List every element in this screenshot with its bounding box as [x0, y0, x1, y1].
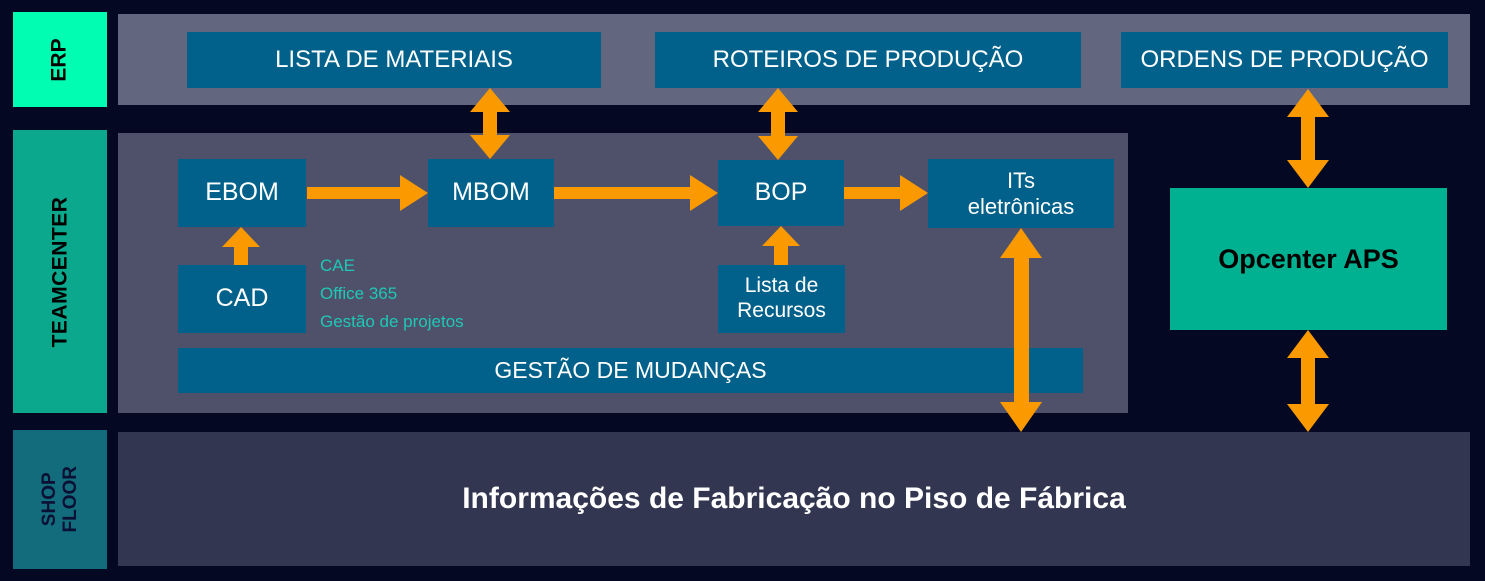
shopfloor-title: Informações de Fabricação no Piso de Fáb… [462, 482, 1126, 515]
box-mbom: MBOM [428, 159, 554, 227]
lane-teamcenter: TEAMCENTER [13, 130, 107, 413]
box-bop-label: BOP [754, 178, 808, 207]
tool-office365: Office 365 [320, 284, 398, 303]
box-lista-de-recursos: Lista de Recursos [718, 265, 845, 333]
shopfloor-band: Informações de Fabricação no Piso de Fáb… [118, 432, 1470, 566]
box-roteiros-de-producao-label: ROTEIROS DE PRODUÇÃO [712, 45, 1024, 73]
box-opcenter-aps: Opcenter APS [1170, 188, 1447, 330]
double-arrow-opcenter-shopfloor [1287, 330, 1329, 432]
lane-erp: ERP [13, 12, 107, 107]
box-ebom: EBOM [178, 159, 306, 227]
box-mbom-label: MBOM [452, 178, 530, 207]
box-ordens-de-producao: ORDENS DE PRODUÇÃO [1121, 32, 1448, 88]
box-cad-label: CAD [215, 284, 269, 313]
box-its-eletronicas: ITs eletrônicas [928, 159, 1114, 228]
double-arrow-its-shopfloor [1000, 228, 1042, 432]
teamcenter-tools-list: CAE Office 365 Gestão de projetos [320, 252, 464, 336]
box-lista-de-materiais-label: LISTA DE MATERIAIS [275, 45, 513, 73]
box-lista-de-materiais: LISTA DE MATERIAIS [187, 32, 601, 88]
box-gestao-de-mudancas: GESTÃO DE MUDANÇAS [178, 348, 1083, 393]
arrow-cad-to-ebom [222, 227, 260, 265]
double-arrow-roteiros-bop [758, 88, 798, 160]
box-lista-de-recursos-label: Lista de Recursos [737, 274, 826, 322]
double-arrow-lista-materiais-mbom [470, 88, 510, 159]
arrow-bop-to-its [844, 175, 928, 211]
double-arrow-ordens-opcenter [1287, 89, 1329, 188]
box-roteiros-de-producao: ROTEIROS DE PRODUÇÃO [655, 32, 1081, 88]
tool-cae: CAE [320, 256, 355, 275]
arrow-mbom-to-bop [554, 175, 718, 211]
box-cad: CAD [178, 265, 306, 333]
box-its-eletronicas-label: ITs eletrônicas [967, 167, 1075, 219]
box-ebom-label: EBOM [205, 178, 279, 207]
tool-gestao-projetos: Gestão de projetos [320, 312, 464, 331]
box-opcenter-aps-label: Opcenter APS [1218, 243, 1399, 274]
arrow-lista-recursos-to-bop [762, 226, 800, 265]
lane-erp-label: ERP [48, 37, 71, 82]
lane-shopfloor: SHOP FLOOR [13, 430, 107, 569]
box-gestao-de-mudancas-label: GESTÃO DE MUDANÇAS [494, 356, 767, 383]
lane-teamcenter-label: TEAMCENTER [48, 196, 71, 347]
lane-shopfloor-label: SHOP FLOOR [38, 466, 81, 533]
arrow-ebom-to-mbom [307, 175, 428, 211]
box-ordens-de-producao-label: ORDENS DE PRODUÇÃO [1140, 45, 1429, 73]
box-bop: BOP [718, 160, 844, 226]
